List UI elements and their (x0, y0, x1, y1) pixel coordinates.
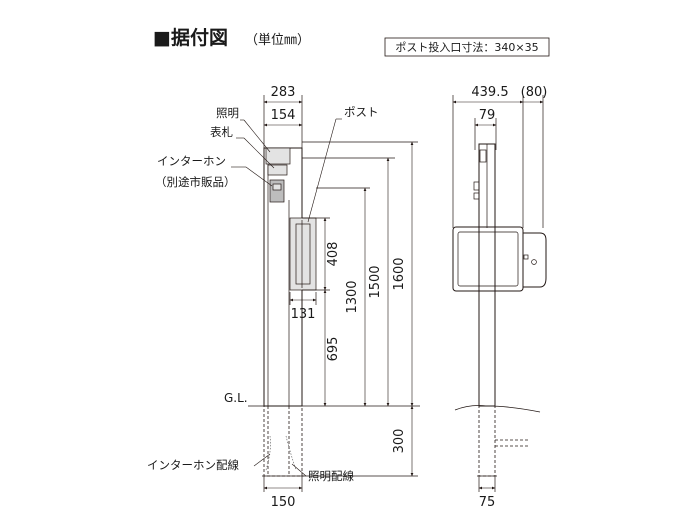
mailbox (289, 217, 317, 291)
dim-pole-width: 150 (271, 495, 296, 510)
ground-label: G.L. (224, 391, 248, 405)
dim-top-inner: 154 (271, 108, 296, 123)
intercom-note: （別途市販品） (155, 175, 236, 189)
side-dim-inner: 79 (479, 108, 496, 123)
dim-post-depth: 131 (291, 307, 316, 322)
intercom (269, 179, 285, 203)
light-fixture (265, 147, 291, 165)
drawing-title: ■据付図 (153, 26, 228, 49)
light-label: 照明 (216, 106, 239, 120)
nameplate (267, 164, 288, 176)
note-box (384, 37, 550, 57)
side-dim-extra: (80) (521, 85, 548, 100)
side-dim-pole-width: 75 (479, 495, 496, 510)
intercom-label: インターホン (157, 154, 226, 168)
dim-post-height: 408 (326, 242, 341, 267)
dim-post-top: 1300 (345, 280, 360, 313)
dim-upper: 1500 (368, 265, 383, 298)
mail-slot-note: ポスト投入口寸法：340×35 (395, 40, 538, 54)
front-view: 283 154 G.L. 150 (147, 85, 420, 510)
unit-label: （単位㎜） (245, 32, 310, 48)
side-dim-total: 439.5 (471, 85, 508, 100)
intercom-wiring-label: インターホン配線 (147, 458, 239, 472)
dim-buried: 300 (392, 429, 407, 454)
dim-post-base: 695 (326, 337, 341, 362)
dim-total: 1600 (392, 257, 407, 290)
nameplate-label: 表札 (210, 125, 233, 139)
post-label: ポスト (344, 105, 379, 119)
dim-top-total: 283 (271, 85, 296, 100)
side-view: 439.5 (80) 79 75 (452, 85, 548, 510)
light-wiring-label: 照明配線 (308, 469, 354, 483)
